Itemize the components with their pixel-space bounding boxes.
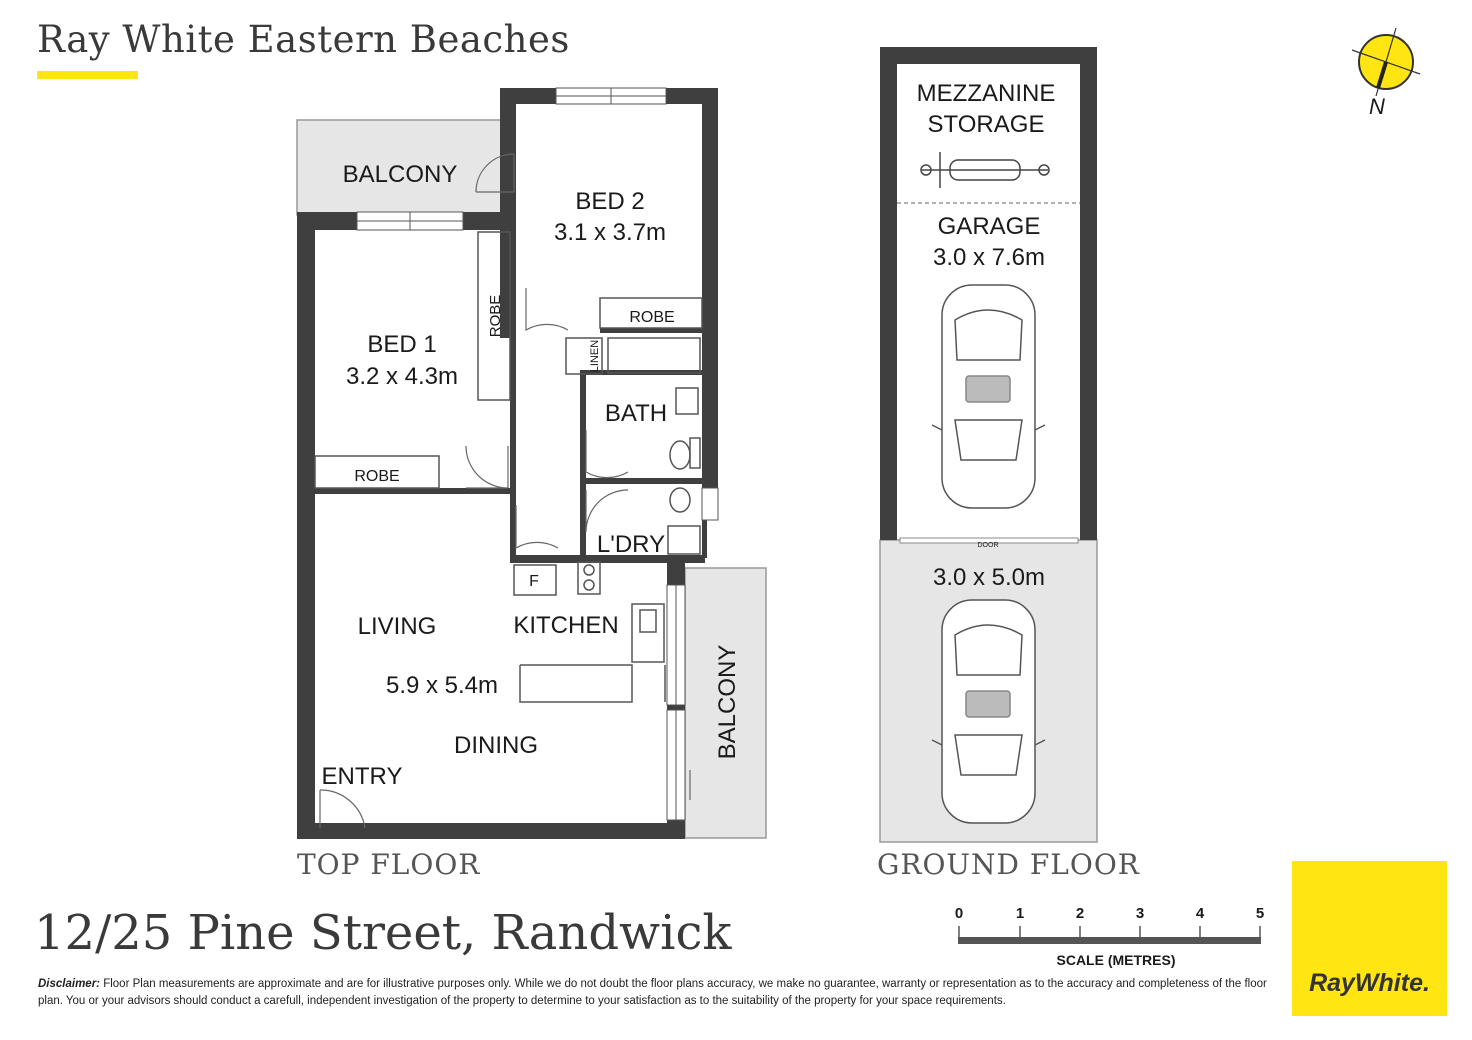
- label-robe-bed2: ROBE: [629, 309, 674, 326]
- label-garage-size: 3.0 x 7.6m: [933, 244, 1045, 271]
- windows: [356, 87, 719, 821]
- label-garage: GARAGE: [938, 213, 1041, 240]
- disclaimer-text: Floor Plan measurements are approximate …: [38, 978, 1267, 1007]
- fixtures: [314, 231, 703, 703]
- label-bath: BATH: [605, 400, 667, 427]
- disclaimer: Disclaimer: Floor Plan measurements are …: [38, 976, 1278, 1010]
- label-bed1: BED 1: [367, 331, 436, 358]
- ground-floor-plan: MEZZANINE STORAGE GARAGE 3.0 x 7.6m DOOR…: [879, 47, 1098, 843]
- label-balcony-top: BALCONY: [343, 161, 458, 188]
- scale-tick-0: 0: [955, 905, 963, 922]
- brand-logo: RayWhite.: [1292, 861, 1447, 1016]
- top-floor-plan: BALCONY BED 2 3.1 x 3.7m BED 1 3.2 x 4.3…: [296, 87, 767, 839]
- label-kitchen: KITCHEN: [513, 612, 618, 639]
- label-entry: ENTRY: [322, 763, 403, 790]
- door-swings: [319, 153, 629, 829]
- scale-tick-4: 4: [1196, 905, 1205, 922]
- scale-label: SCALE (METRES): [1057, 952, 1176, 968]
- garage-door: [899, 537, 1079, 544]
- label-parking-size: 3.0 x 5.0m: [933, 564, 1045, 591]
- label-dining: DINING: [454, 732, 538, 759]
- car-icon-parking: [931, 599, 1046, 824]
- scale-tick-2: 2: [1076, 905, 1084, 922]
- label-storage: STORAGE: [928, 111, 1045, 138]
- car-icon-garage: [931, 284, 1046, 509]
- label-door: DOOR: [978, 542, 999, 549]
- ground-floor-title: GROUND FLOOR: [877, 848, 1140, 881]
- motorbike-icon: [920, 152, 1050, 188]
- agency-underline: [37, 71, 138, 79]
- label-robe-bed1-bottom: ROBE: [354, 468, 399, 485]
- label-living-size: 5.9 x 5.4m: [386, 672, 498, 699]
- balcony-side-area: [684, 567, 767, 839]
- garage-walls: [880, 47, 1097, 540]
- label-bed1-size: 3.2 x 4.3m: [346, 363, 458, 390]
- label-mezzanine: MEZZANINE: [917, 80, 1056, 107]
- balcony-top-area: [296, 119, 503, 216]
- scale-tick-3: 3: [1136, 905, 1144, 922]
- scale-tick-5: 5: [1256, 905, 1264, 922]
- scale-bar: 0 1 2 3 4 5 SCALE (METRES): [955, 905, 1264, 968]
- label-linen: LINEN: [589, 340, 601, 372]
- property-address: 12/25 Pine Street, Randwick: [34, 905, 732, 961]
- label-bed2: BED 2: [575, 188, 644, 215]
- disclaimer-lead: Disclaimer:: [38, 978, 101, 990]
- agency-name: Ray White Eastern Beaches: [37, 18, 570, 61]
- label-balcony-side: BALCONY: [714, 645, 741, 760]
- label-fridge: F: [529, 573, 539, 590]
- room-labels: BALCONY BED 2 3.1 x 3.7m BED 1 3.2 x 4.3…: [322, 161, 741, 790]
- ground-labels: MEZZANINE STORAGE GARAGE 3.0 x 7.6m DOOR…: [917, 80, 1056, 591]
- compass-icon: N: [1351, 27, 1421, 119]
- label-laundry: L'DRY: [597, 531, 665, 558]
- scale-tick-1: 1: [1016, 905, 1024, 922]
- label-robe-bed1-side: ROBE: [487, 295, 504, 338]
- brand-logo-text: RayWhite.: [1309, 969, 1430, 997]
- label-living: LIVING: [358, 613, 437, 640]
- compass-north-label: N: [1369, 94, 1385, 119]
- top-floor-title: TOP FLOOR: [297, 848, 481, 881]
- label-bed2-size: 3.1 x 3.7m: [554, 219, 666, 246]
